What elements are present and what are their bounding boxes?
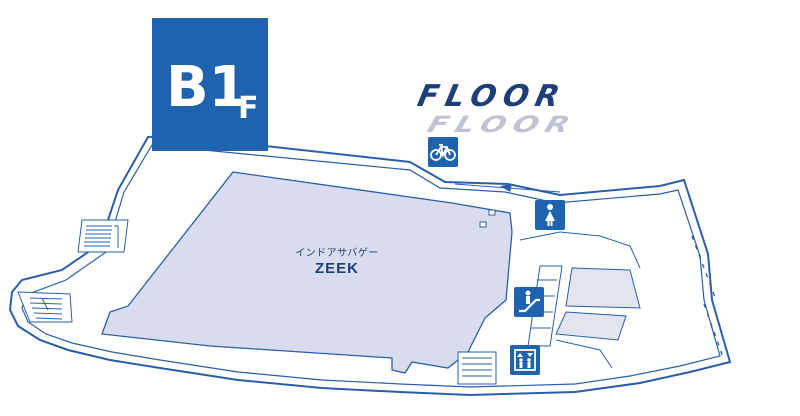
stairs-left-upper: [77, 219, 129, 253]
elevator-icon[interactable]: [510, 345, 540, 375]
room-right-upper: [565, 267, 641, 309]
stairs-bottom-center: [457, 351, 497, 385]
floor-unit: F: [238, 91, 259, 126]
floor-title: FLOOR: [414, 79, 570, 114]
stairs-left-lower: [17, 291, 73, 323]
corridor-wall: [519, 231, 641, 269]
floor-number: B1: [166, 55, 248, 120]
floor-title-shadow: FLOOR: [423, 111, 581, 138]
womens-restroom-icon[interactable]: [535, 200, 565, 230]
corridor-wall-2: [555, 339, 613, 369]
room-right-lower: [555, 311, 627, 341]
pillar-marker: [488, 209, 496, 216]
floor-badge: B1 F: [152, 18, 268, 151]
shop-name-kana[interactable]: インドアサバゲー: [295, 248, 379, 259]
entrance-line: [454, 183, 561, 193]
bicycle-parking-icon[interactable]: [428, 137, 458, 167]
dashed-lines: [691, 235, 725, 361]
shop-name[interactable]: ZEEK: [314, 260, 359, 277]
escalator-icon[interactable]: [514, 287, 544, 317]
pillar-marker: [479, 221, 487, 228]
shop-zeek-area: [101, 171, 513, 374]
escalator-shaft: [527, 265, 563, 347]
